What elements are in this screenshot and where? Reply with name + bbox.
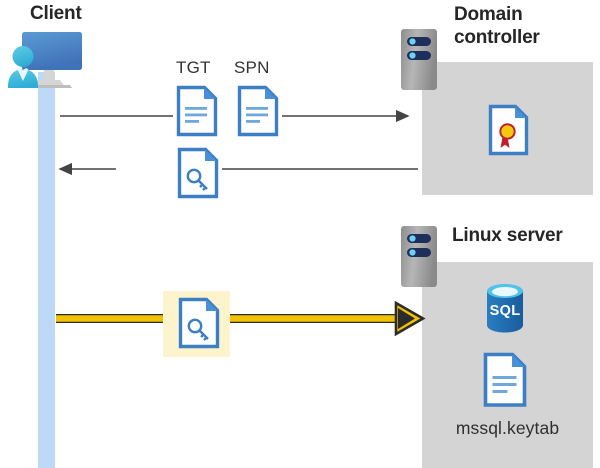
page-title-domain-controller: Domain controller (454, 4, 540, 48)
certificate-document-icon (488, 104, 529, 156)
document-key-icon (177, 147, 219, 199)
document-icon (176, 85, 218, 137)
client-workstation-icon (8, 32, 82, 88)
sql-database-icon: SQL (487, 284, 523, 333)
server-rack-icon (401, 29, 437, 90)
page-title-client: Client (30, 3, 82, 24)
client-lifeline (38, 72, 55, 468)
tgt-label: TGT (176, 58, 211, 77)
spn-label: SPN (234, 58, 270, 77)
flow-present-ticket (56, 300, 426, 337)
document-key-icon (178, 297, 220, 349)
document-icon (483, 352, 527, 407)
document-icon (237, 85, 279, 137)
svg-text:SQL: SQL (490, 303, 521, 319)
server-rack-icon (401, 226, 437, 287)
keytab-file-label: mssql.keytab (455, 418, 560, 438)
page-title-linux-server: Linux server (452, 225, 563, 246)
